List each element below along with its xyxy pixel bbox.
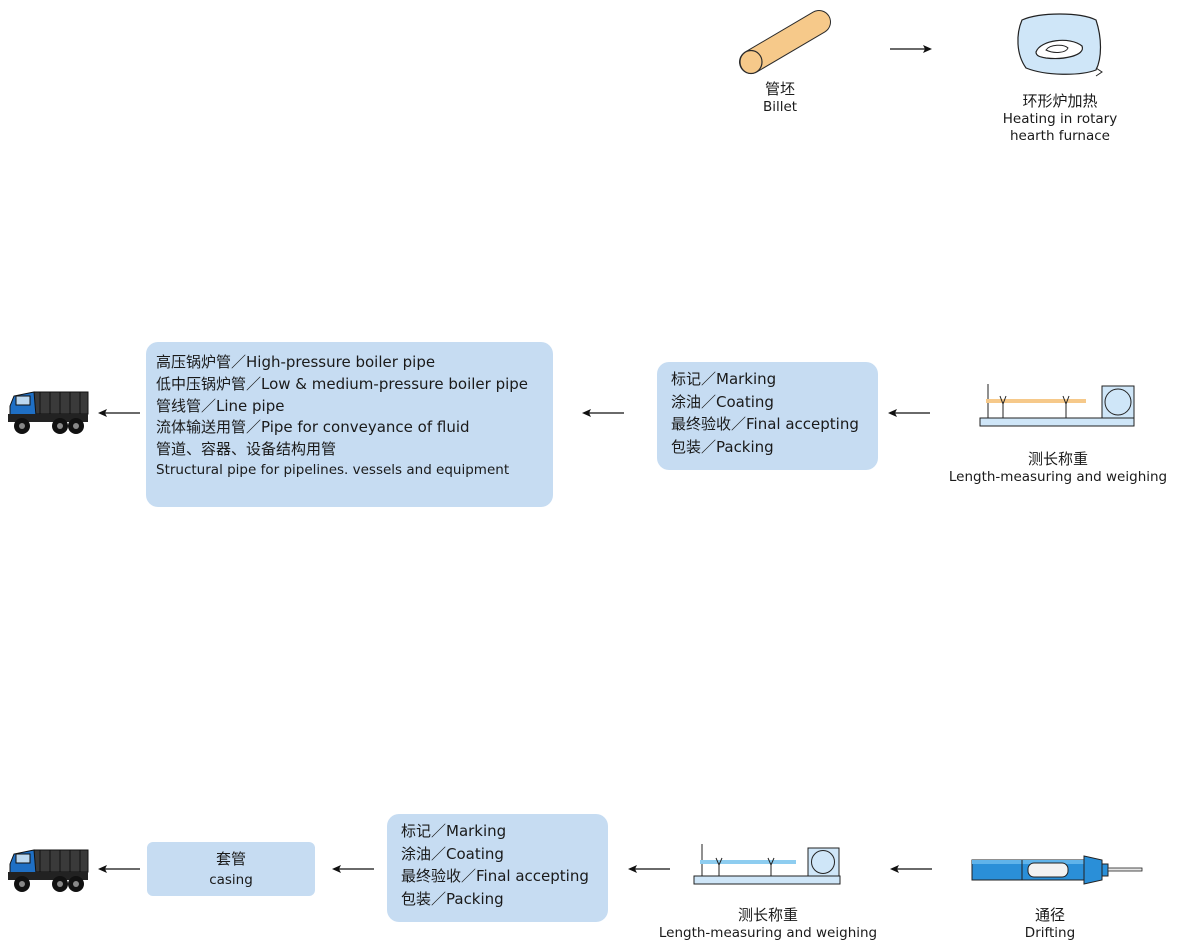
- furnace-label-cn: 环形炉加热: [1022, 92, 1098, 110]
- billet-label-cn: 管坯: [764, 80, 795, 98]
- billet-icon: [739, 10, 831, 75]
- product-item: 低中压锅炉管／Low & medium-pressure boiler pipe: [156, 374, 529, 393]
- casing-label-en: casing: [209, 871, 253, 888]
- furnace-label-en-2: hearth furnace: [1009, 127, 1110, 144]
- arrow-left-icon: [98, 409, 140, 417]
- truck-icon: [8, 849, 89, 892]
- finishing-step: 标记／Marking: [401, 822, 507, 840]
- measure-caption: 测长称重 Length-measuring and weighing: [646, 906, 890, 942]
- measure-label-en: Length-measuring and weighing: [658, 924, 878, 941]
- casing-box: 套管 casing: [147, 842, 315, 896]
- casing-label-cn: 套管: [215, 850, 246, 868]
- finishing-step: 涂油／Coating: [671, 392, 774, 411]
- furnace-caption: 环形炉加热 Heating in rotary hearth furnace: [975, 92, 1145, 145]
- product-item: Structural pipe for pipelines. vessels a…: [156, 461, 510, 478]
- measure-label-cn: 测长称重: [737, 906, 798, 924]
- product-item: 流体输送用管／Pipe for conveyance of fluid: [156, 418, 470, 437]
- arrow-left-icon: [888, 409, 930, 417]
- finishing-step: 标记／Marking: [671, 370, 777, 388]
- arrow-left-icon: [582, 409, 624, 417]
- billet-label-en: Billet: [762, 98, 798, 115]
- finishing-step: 涂油／Coating: [401, 844, 504, 863]
- measuring-station-icon: [979, 384, 1135, 427]
- furnace-icon: [1017, 13, 1103, 77]
- measure-label-cn: 测长称重: [1027, 450, 1088, 468]
- finishing-step: 最终验收／Final accepting: [671, 415, 859, 433]
- measure-caption: 测长称重 Length-measuring and weighing: [938, 450, 1178, 486]
- product-item: 管线管／Line pipe: [156, 396, 285, 415]
- product-item: 管道、容器、设备结构用管: [156, 440, 337, 458]
- furnace-label-en-1: Heating in rotary: [1002, 110, 1118, 127]
- measure-label-en: Length-measuring and weighing: [948, 468, 1168, 485]
- finishing-box: 标记／Marking 涂油／Coating 最终验收／Final accepti…: [657, 362, 878, 470]
- finishing-box: 标记／Marking 涂油／Coating 最终验收／Final accepti…: [387, 814, 608, 922]
- drifting-label-en: Drifting: [1024, 924, 1076, 941]
- product-types-box: 高压锅炉管／High-pressure boiler pipe 低中压锅炉管／L…: [146, 342, 553, 507]
- finishing-step: 最终验收／Final accepting: [401, 867, 589, 885]
- product-item: 高压锅炉管／High-pressure boiler pipe: [156, 353, 436, 371]
- billet-caption: 管坯 Billet: [730, 80, 830, 116]
- arrow-left-icon: [98, 865, 140, 873]
- arrow-left-icon: [890, 865, 932, 873]
- drifting-mandrel-icon: [971, 855, 1143, 885]
- arrow-right-icon: [890, 45, 932, 53]
- finishing-step: 包装／Packing: [401, 889, 504, 908]
- finishing-step: 包装／Packing: [671, 437, 774, 456]
- arrow-left-icon: [628, 865, 670, 873]
- drifting-caption: 通径 Drifting: [1000, 906, 1100, 942]
- measuring-station-icon: [693, 844, 841, 885]
- truck-icon: [8, 391, 89, 434]
- arrow-left-icon: [332, 865, 374, 873]
- drifting-label-cn: 通径: [1034, 906, 1065, 924]
